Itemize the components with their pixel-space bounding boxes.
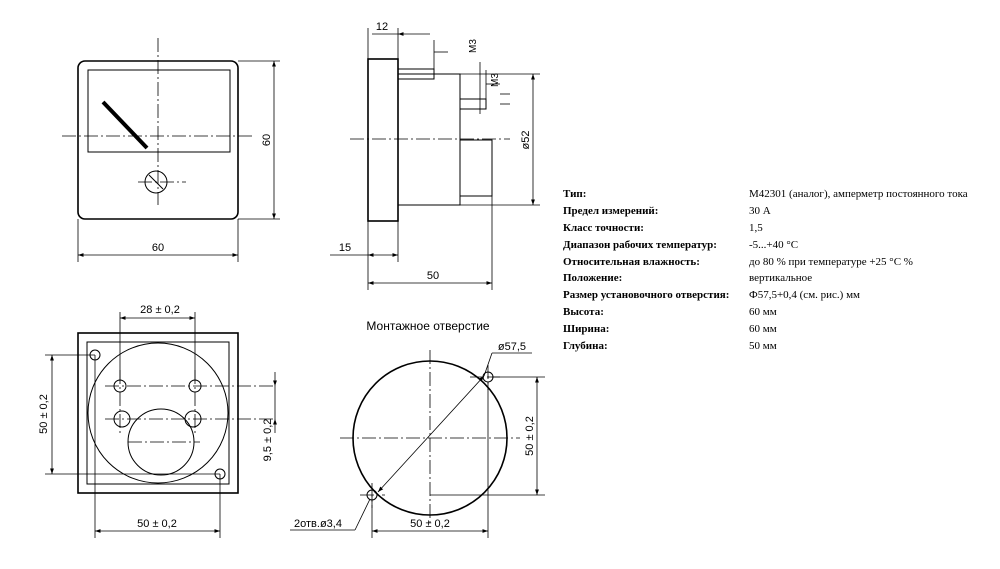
side-front-depth-label: 15 (339, 242, 351, 254)
front-height-label: 60 (261, 134, 273, 146)
side-flange (367, 58, 399, 222)
spec-row-width: Ширина: 60 мм (563, 321, 995, 338)
technical-drawing: 60 60 M3 M3 12 ø52 (38, 21, 545, 538)
spec-value: 60 мм (749, 323, 777, 336)
rear-view: 28 ± 0,2 50 ± 0,2 50 ± 0,2 9,5 ± 0,2 (38, 304, 277, 538)
side-depth-label: 50 (427, 270, 439, 282)
cutout-holes-label: 2отв.ø3,4 (294, 518, 342, 530)
spec-row-depth: Глубина: 50 мм (563, 338, 995, 355)
spec-value: 30 А (749, 204, 771, 217)
front-view: 60 60 (62, 38, 280, 262)
rear-height-label: 50 ± 0,2 (38, 394, 50, 434)
cutout-diameter-label: ø57,5 (498, 341, 526, 353)
spec-label: Тип: (563, 188, 587, 200)
rear-case-outer (77, 332, 239, 494)
spec-value: М42301 (аналог), амперметр постоянного т… (749, 188, 968, 200)
side-terminal-block (459, 139, 493, 197)
cutout-width-label: 50 ± 0,2 (410, 518, 450, 530)
spec-label: Диапазон рабочих температур: (563, 238, 717, 251)
rear-case-inner (86, 341, 230, 485)
spec-value: до 80 % при температуре +25 °С % (749, 255, 913, 268)
spec-label: Высота: (563, 306, 604, 319)
spec-row-humidity: Относительная влажность: до 80 % при тем… (563, 254, 995, 271)
spec-row-temperature: Диапазон рабочих температур: -5...+40 °С (563, 237, 995, 254)
spec-row-cutout: Размер установочного отверстия: Ф57,5+0,… (563, 287, 995, 304)
side-thread-1-label: M3 (468, 39, 479, 53)
spec-label: Класс точности: (563, 221, 644, 234)
side-thread-2-label: M3 (490, 73, 501, 87)
spec-label: Ширина: (563, 323, 610, 336)
front-window (87, 69, 231, 153)
spec-value: Ф57,5+0,4 (см. рис.) мм (749, 289, 861, 302)
front-needle (101, 100, 149, 150)
cutout-title: Монтажное отверстие (366, 319, 489, 333)
spec-label: Глубина: (563, 340, 608, 353)
spec-row-height: Высота: 60 мм (563, 304, 995, 321)
side-body (397, 73, 461, 206)
side-flange-label: 12 (376, 21, 388, 33)
cutout-height-label: 50 ± 0,2 (524, 416, 536, 456)
spec-value: 60 мм (749, 306, 777, 319)
spec-row-type: Тип: М42301 (аналог), амперметр постоянн… (563, 186, 995, 203)
spec-row-range: Предел измерений: 30 А (563, 203, 995, 220)
spec-label: Положение: (563, 272, 623, 285)
spec-value: вертикальное (749, 272, 813, 285)
spec-row-position: Положение: вертикальное (563, 270, 995, 287)
side-view: M3 M3 12 ø52 15 50 (330, 21, 540, 290)
spec-value: -5...+40 °С (749, 238, 799, 251)
front-width-label: 60 (152, 242, 164, 254)
spec-value: 50 мм (749, 340, 777, 353)
spec-label: Размер установочного отверстия: (563, 289, 730, 302)
spec-row-accuracy: Класс точности: 1,5 (563, 220, 995, 237)
side-diameter-label: ø52 (520, 131, 532, 150)
side-stud-1 (397, 68, 435, 80)
rear-offset-label: 9,5 ± 0,2 (262, 419, 274, 462)
spec-table: Тип: М42301 (аналог), амперметр постоянн… (563, 186, 995, 355)
spec-label: Предел измерений: (563, 204, 659, 217)
spec-label: Относительная влажность: (563, 255, 700, 268)
rear-width-label: 50 ± 0,2 (137, 518, 177, 530)
cutout-view: Монтажное отверстие ø57,5 50 ± 0,2 50 ± … (290, 319, 545, 538)
spec-value: 1,5 (749, 221, 763, 234)
rear-top-spacing-label: 28 ± 0,2 (140, 304, 180, 316)
side-stud-2 (459, 98, 487, 110)
rear-body-circle (87, 342, 229, 484)
